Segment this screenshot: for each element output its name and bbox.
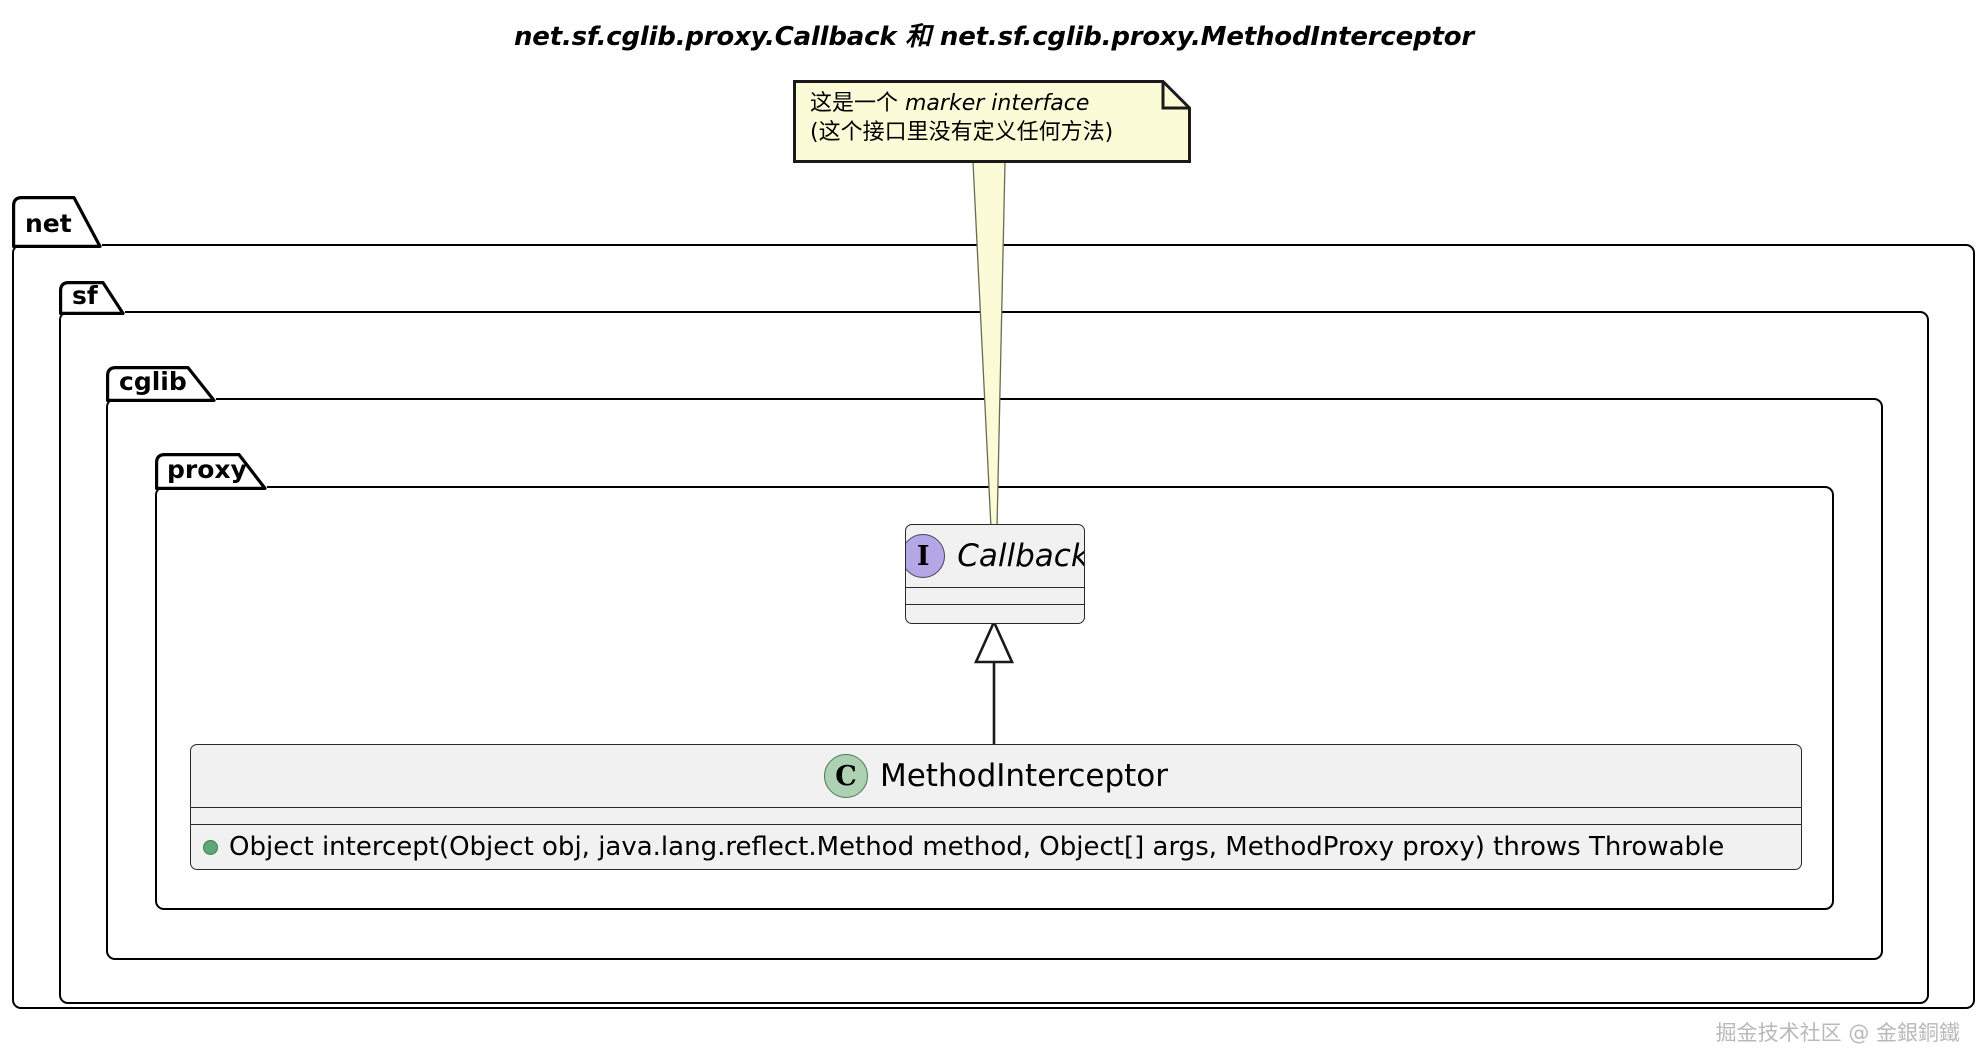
note-line2: (这个接口里没有定义任何方法): [810, 120, 1114, 146]
attributes-compartment-callback: [906, 588, 1084, 604]
package-tab-cglib: [106, 366, 216, 402]
note-text: 这是一个 marker interface (这个接口里没有定义任何方法): [810, 89, 1176, 148]
methods-compartment-callback: [906, 605, 1084, 623]
class-header-method-interceptor: C MethodInterceptor: [191, 745, 1801, 807]
class-name-method-interceptor: MethodInterceptor: [879, 758, 1168, 794]
package-label-net: net: [25, 209, 72, 238]
methods-compartment-method-interceptor: Object intercept(Object obj, java.lang.r…: [191, 825, 1801, 869]
package-tab-sf: [59, 281, 125, 315]
note-line1-emphasis: marker interface: [905, 91, 1090, 116]
watermark: 掘金技术社区 @ 金銀銅鐵: [1715, 1021, 1960, 1045]
package-tab-net: [12, 196, 102, 248]
class-box-callback[interactable]: I Callback: [905, 524, 1085, 624]
package-label-sf: sf: [72, 281, 98, 310]
compartment-divider: [191, 824, 1801, 825]
class-name-callback: Callback: [957, 538, 1085, 574]
class-stereotype-icon: C: [823, 754, 868, 798]
note-marker-interface: 这是一个 marker interface (这个接口里没有定义任何方法): [793, 80, 1191, 163]
interface-stereotype-icon: I: [906, 534, 946, 578]
compartment-divider: [191, 807, 1801, 808]
note-line1-prefix: 这是一个: [810, 91, 905, 116]
class-box-method-interceptor[interactable]: C MethodInterceptor Object intercept(Obj…: [190, 744, 1802, 870]
compartment-divider: [906, 604, 1084, 605]
package-label-cglib: cglib: [119, 367, 187, 396]
attributes-compartment-method-interceptor: [191, 808, 1801, 824]
compartment-divider: [906, 587, 1084, 588]
method-row: Object intercept(Object obj, java.lang.r…: [191, 832, 1801, 862]
package-tab-proxy: [155, 453, 267, 490]
class-header-callback: I Callback: [906, 525, 1084, 587]
package-label-proxy: proxy: [167, 455, 247, 484]
page-title: net.sf.cglib.proxy.Callback 和 net.sf.cgl…: [513, 22, 1475, 52]
public-visibility-icon: [203, 839, 218, 855]
method-signature: Object intercept(Object obj, java.lang.r…: [229, 832, 1725, 862]
